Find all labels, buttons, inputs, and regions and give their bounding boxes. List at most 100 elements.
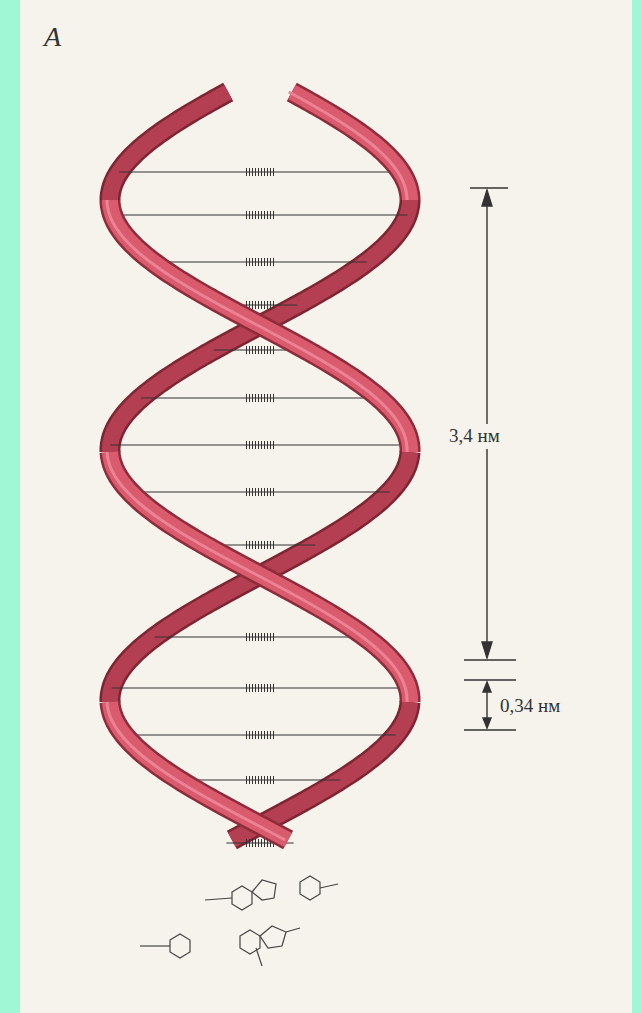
hydrogen-bond-tick (246, 776, 247, 784)
hydrogen-bond-tick (249, 211, 250, 219)
base-pair-line (119, 171, 401, 172)
hydrogen-bond-tick (264, 731, 265, 739)
hydrogen-bond-tick (270, 168, 271, 176)
base-pair-line (113, 214, 408, 215)
hydrogen-bond-tick (252, 684, 253, 692)
hydrogen-bond-tick (270, 776, 271, 784)
hydrogen-bond-tick (267, 541, 268, 549)
hydrogen-bond-tick (270, 541, 271, 549)
hydrogen-bond-tick (264, 633, 265, 641)
hydrogen-bond-tick (246, 633, 247, 641)
hydrogen-bond-tick (258, 541, 259, 549)
strand-edge (110, 702, 288, 840)
hydrogen-bond-tick (249, 541, 250, 549)
hydrogen-bond-tick (267, 211, 268, 219)
hydrogen-bond-tick (255, 633, 256, 641)
hydrogen-bond-tick (261, 488, 262, 496)
hydrogen-bond-tick (264, 168, 265, 176)
hydrogen-bond-tick (258, 211, 259, 219)
hydrogen-bond-tick (264, 346, 265, 354)
hydrogen-bond-tick (264, 211, 265, 219)
base-molecules (140, 876, 338, 966)
hydrogen-bond-tick (264, 839, 265, 847)
hydrogen-bond-tick (267, 684, 268, 692)
hydrogen-bond-tick (270, 394, 271, 402)
hydrogen-bond-tick (255, 301, 256, 309)
hydrogen-bond-tick (252, 258, 253, 266)
hydrogen-bond-tick (258, 168, 259, 176)
hydrogen-bond-tick (249, 684, 250, 692)
hydrogen-bond-tick (246, 211, 247, 219)
hydrogen-bond-tick (264, 258, 265, 266)
hydrogen-bond-tick (258, 776, 259, 784)
hydrogen-bond-tick (261, 839, 262, 847)
hydrogen-bond-tick (267, 394, 268, 402)
hydrogen-bond-tick (246, 394, 247, 402)
hydrogen-bond-tick (255, 441, 256, 449)
hydrogen-bond-tick (264, 541, 265, 549)
hydrogen-bond-tick (264, 488, 265, 496)
hydrogen-bond-tick (261, 258, 262, 266)
strand-highlight (107, 452, 407, 702)
hydrogen-bond-tick (249, 488, 250, 496)
hydrogen-bond-tick (273, 488, 274, 496)
strand-edge (292, 92, 410, 200)
hydrogen-bond-tick (252, 488, 253, 496)
hydrogen-bond-tick (249, 776, 250, 784)
hydrogen-bond-tick (249, 633, 250, 641)
hydrogen-bond-tick (249, 441, 250, 449)
hydrogen-bond-tick (267, 301, 268, 309)
hydrogen-bond-tick (273, 776, 274, 784)
hydrogen-bond-tick (261, 168, 262, 176)
hydrogen-bond-tick (258, 301, 259, 309)
hydrogen-bond-tick (261, 211, 262, 219)
hydrogen-bond-tick (267, 776, 268, 784)
hydrogen-bond-tick (273, 301, 274, 309)
hydrogen-bond-tick (270, 731, 271, 739)
hydrogen-bond-tick (255, 394, 256, 402)
strand-highlight (107, 702, 285, 840)
strand-edge (110, 92, 228, 200)
hydrogen-bond-tick (255, 731, 256, 739)
panel-letter: А (44, 22, 61, 53)
hydrogen-bond-tick (261, 731, 262, 739)
base-pair-line (153, 261, 366, 262)
hydrogen-bond-tick (252, 394, 253, 402)
hydrogen-bond-tick (267, 168, 268, 176)
hydrogen-bond-tick (252, 839, 253, 847)
paper-ground (20, 0, 632, 1013)
strand-ribbon (110, 92, 228, 200)
hydrogen-bond-tick (264, 776, 265, 784)
hydrogen-bond-tick (273, 633, 274, 641)
base-pair-line (141, 397, 379, 398)
hydrogen-bond-tick (270, 301, 271, 309)
hydrogen-bond-tick (252, 168, 253, 176)
hydrogen-bond-tick (249, 346, 250, 354)
hydrogen-bond-tick (273, 346, 274, 354)
hydrogen-bond-tick (249, 258, 250, 266)
hydrogen-bond-tick (270, 488, 271, 496)
hydrogen-bond-tick (258, 731, 259, 739)
hydrogen-bond-tick (270, 633, 271, 641)
hydrogen-bond-tick (252, 301, 253, 309)
hydrogen-bond-tick (246, 731, 247, 739)
hydrogen-bond-tick (255, 684, 256, 692)
hydrogen-bond-tick (246, 346, 247, 354)
hydrogen-bond-tick (252, 541, 253, 549)
hydrogen-bond-tick (273, 211, 274, 219)
hydrogen-bond-tick (264, 301, 265, 309)
base-pair-line (112, 687, 409, 688)
hydrogen-bond-tick (252, 776, 253, 784)
hydrogen-bond-tick (252, 211, 253, 219)
hydrogen-bond-tick (246, 488, 247, 496)
dimension-label: 0,34 нм (497, 694, 563, 719)
hydrogen-bond-tick (252, 346, 253, 354)
hydrogen-bond-tick (273, 394, 274, 402)
hydrogen-bond-tick (261, 346, 262, 354)
hydrogen-bond-tick (255, 839, 256, 847)
hydrogen-bond-tick (267, 346, 268, 354)
hydrogen-bond-tick (246, 441, 247, 449)
hydrogen-bond-tick (273, 731, 274, 739)
hydrogen-bond-tick (252, 633, 253, 641)
hydrogen-bond-tick (273, 258, 274, 266)
